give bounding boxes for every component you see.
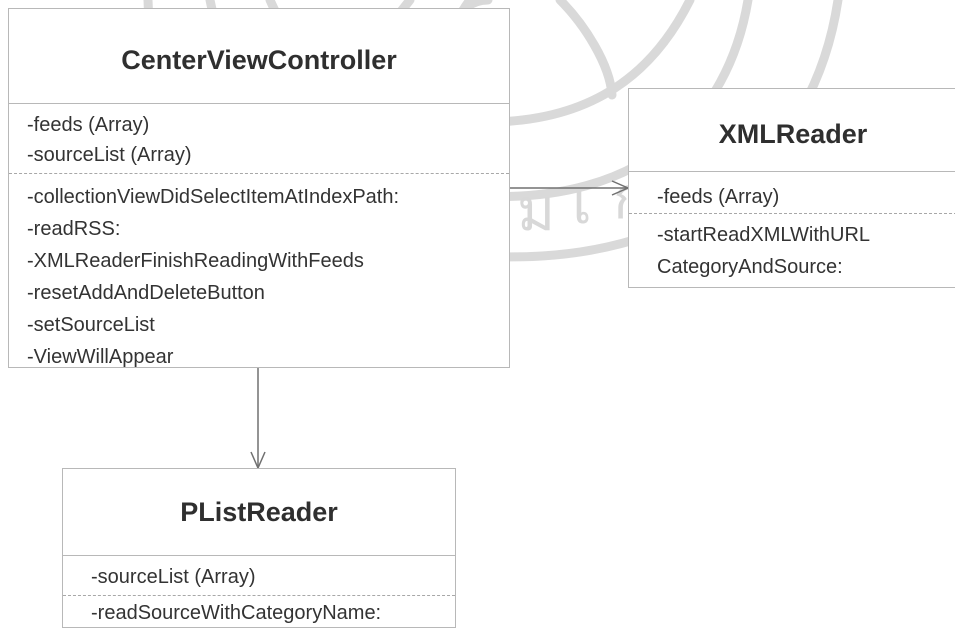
class-xml-reader: XMLReader -feeds (Array) -startReadXMLWi…: [628, 88, 955, 288]
attribute-source-list: -sourceList (Array): [91, 566, 256, 588]
method-read-rss: -readRSS:: [27, 218, 121, 240]
svg-text:เ: เ: [572, 169, 592, 237]
class-divider-methods: [63, 595, 455, 596]
class-title-plist-reader: PListReader: [180, 497, 338, 527]
method-read-source-with-category-name: -readSourceWithCategoryName:: [91, 602, 382, 624]
class-title-xml-reader: XMLReader: [718, 119, 868, 149]
class-divider-methods: [9, 173, 509, 174]
method-view-will-appear: -ViewWillAppear: [27, 346, 174, 368]
svg-text:ม: ม: [517, 176, 555, 244]
arrowhead-to-xml-icon: [611, 180, 630, 196]
class-divider-header: [629, 171, 955, 172]
class-divider-header: [63, 555, 455, 556]
method-xml-reader-finish-reading: -XMLReaderFinishReadingWithFeeds: [27, 250, 364, 272]
class-divider-header: [9, 103, 509, 104]
attribute-feeds: -feeds (Array): [657, 186, 780, 208]
method-collection-view-did-select: -collectionViewDidSelectItemAtIndexPath:: [27, 186, 400, 208]
arrowhead-to-plist-icon: [250, 451, 266, 470]
method-set-source-list: -setSourceList: [27, 314, 155, 336]
class-divider-methods: [629, 213, 955, 214]
class-title-center-view-controller: CenterViewController: [121, 45, 397, 75]
method-category-and-source: CategoryAndSource:: [657, 256, 843, 278]
attribute-feeds: -feeds (Array): [27, 114, 150, 136]
attribute-source-list: -sourceList (Array): [27, 144, 192, 166]
method-reset-add-delete-button: -resetAddAndDeleteButton: [27, 282, 265, 304]
method-start-read-xml: -startReadXMLWithURL: [657, 224, 871, 246]
class-plist-reader: PListReader -sourceList (Array) -readSou…: [62, 468, 456, 628]
class-center-view-controller: CenterViewController -feeds (Array) -sou…: [8, 8, 510, 368]
